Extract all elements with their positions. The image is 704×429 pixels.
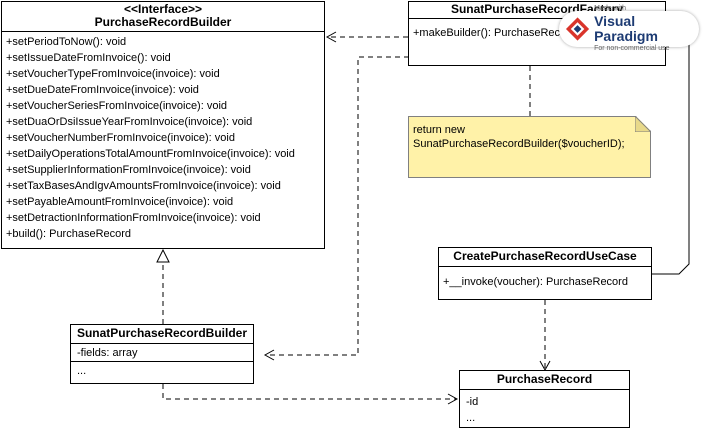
method-item: +setSupplierInformationFromInvoice(invoi…	[6, 164, 251, 176]
method-list: +setPeriodToNow(): void +setIssueDateFro…	[2, 32, 324, 244]
implementation-note[interactable]: return new SunatPurchaseRecordBuilder($v…	[408, 116, 651, 178]
method-item: +setDailyOperationsTotalAmountFromInvoic…	[6, 148, 295, 160]
note-line: SunatPurchaseRecordBuilder($voucherID);	[413, 138, 625, 150]
class-header: CreatePurchaseRecordUseCase	[439, 248, 651, 267]
note-folded-corner	[635, 116, 651, 132]
hollow-triangle-arrowhead	[156, 248, 170, 263]
open-arrowhead	[447, 393, 459, 405]
attribute-item: -fields: array	[77, 347, 138, 359]
attribute-item: ...	[466, 412, 476, 424]
sunat-purchase-record-builder-class[interactable]: SunatPurchaseRecordBuilder -fields: arra…	[70, 324, 254, 384]
visual-paradigm-watermark: Made with Visual Paradigm For non-commer…	[559, 5, 699, 52]
watermark-brand: Visual Paradigm	[594, 13, 658, 44]
class-name: CreatePurchaseRecordUseCase	[453, 249, 637, 263]
method-item: +setVoucherNumberFromInvoice(invoice): v…	[6, 132, 235, 144]
class-header: <<Interface>> PurchaseRecordBuilder	[2, 2, 324, 32]
create-purchase-record-use-case-class[interactable]: CreatePurchaseRecordUseCase +__invoke(vo…	[438, 247, 652, 300]
method-item: +setDetractionInformationFromInvoice(inv…	[6, 212, 261, 224]
method-item: +setVoucherTypeFromInvoice(invoice): voi…	[6, 68, 220, 80]
stereotype-label: <<Interface>>	[123, 2, 203, 16]
attribute-list: -id ...	[460, 390, 629, 426]
method-item: ...	[77, 365, 87, 377]
watermark-made-with: Made with	[594, 5, 626, 12]
watermark-text: Made with Visual Paradigm For non-commer…	[594, 4, 699, 54]
watermark-license: For non-commercial use	[594, 45, 670, 52]
open-arrowhead	[325, 31, 337, 43]
class-name: SunatPurchaseRecordBuilder	[76, 326, 248, 340]
method-item: +setIssueDateFromInvoice(): void	[6, 52, 171, 64]
method-item: +setDuaOrDsiIssueYearFromInvoice(invoice…	[6, 116, 253, 128]
dependency-factory-to-sunat-builder	[266, 56, 445, 356]
class-header: PurchaseRecord	[460, 371, 629, 390]
attribute-item: -id	[466, 396, 479, 408]
open-arrowhead	[263, 349, 275, 361]
dependency-builder-to-record	[162, 384, 456, 400]
method-item: +build(): PurchaseRecord	[6, 228, 132, 240]
method-list: ...	[71, 361, 253, 379]
method-list: +__invoke(voucher): PurchaseRecord	[439, 267, 651, 292]
visual-paradigm-logo-icon	[565, 17, 590, 41]
class-name: PurchaseRecord	[496, 372, 593, 386]
note-line: return new	[413, 124, 465, 136]
method-item: +setPayableAmountFromInvoice(invoice): v…	[6, 196, 234, 208]
method-item: +setVoucherSeriesFromInvoice(invoice): v…	[6, 100, 228, 112]
attribute-list: -fields: array	[71, 344, 253, 361]
method-item: +setPeriodToNow(): void	[6, 36, 127, 48]
purchase-record-class[interactable]: PurchaseRecord -id ...	[459, 370, 630, 428]
class-name: PurchaseRecordBuilder	[94, 15, 232, 29]
class-header: SunatPurchaseRecordBuilder	[71, 325, 253, 344]
method-item: +setTaxBasesAndIgvAmountsFromInvoice(inv…	[6, 180, 281, 192]
method-item: +setDueDateFromInvoice(invoice): void	[6, 84, 199, 96]
method-item: +__invoke(voucher): PurchaseRecord	[443, 276, 628, 288]
purchase-record-builder-interface[interactable]: <<Interface>> PurchaseRecordBuilder +set…	[1, 1, 325, 249]
